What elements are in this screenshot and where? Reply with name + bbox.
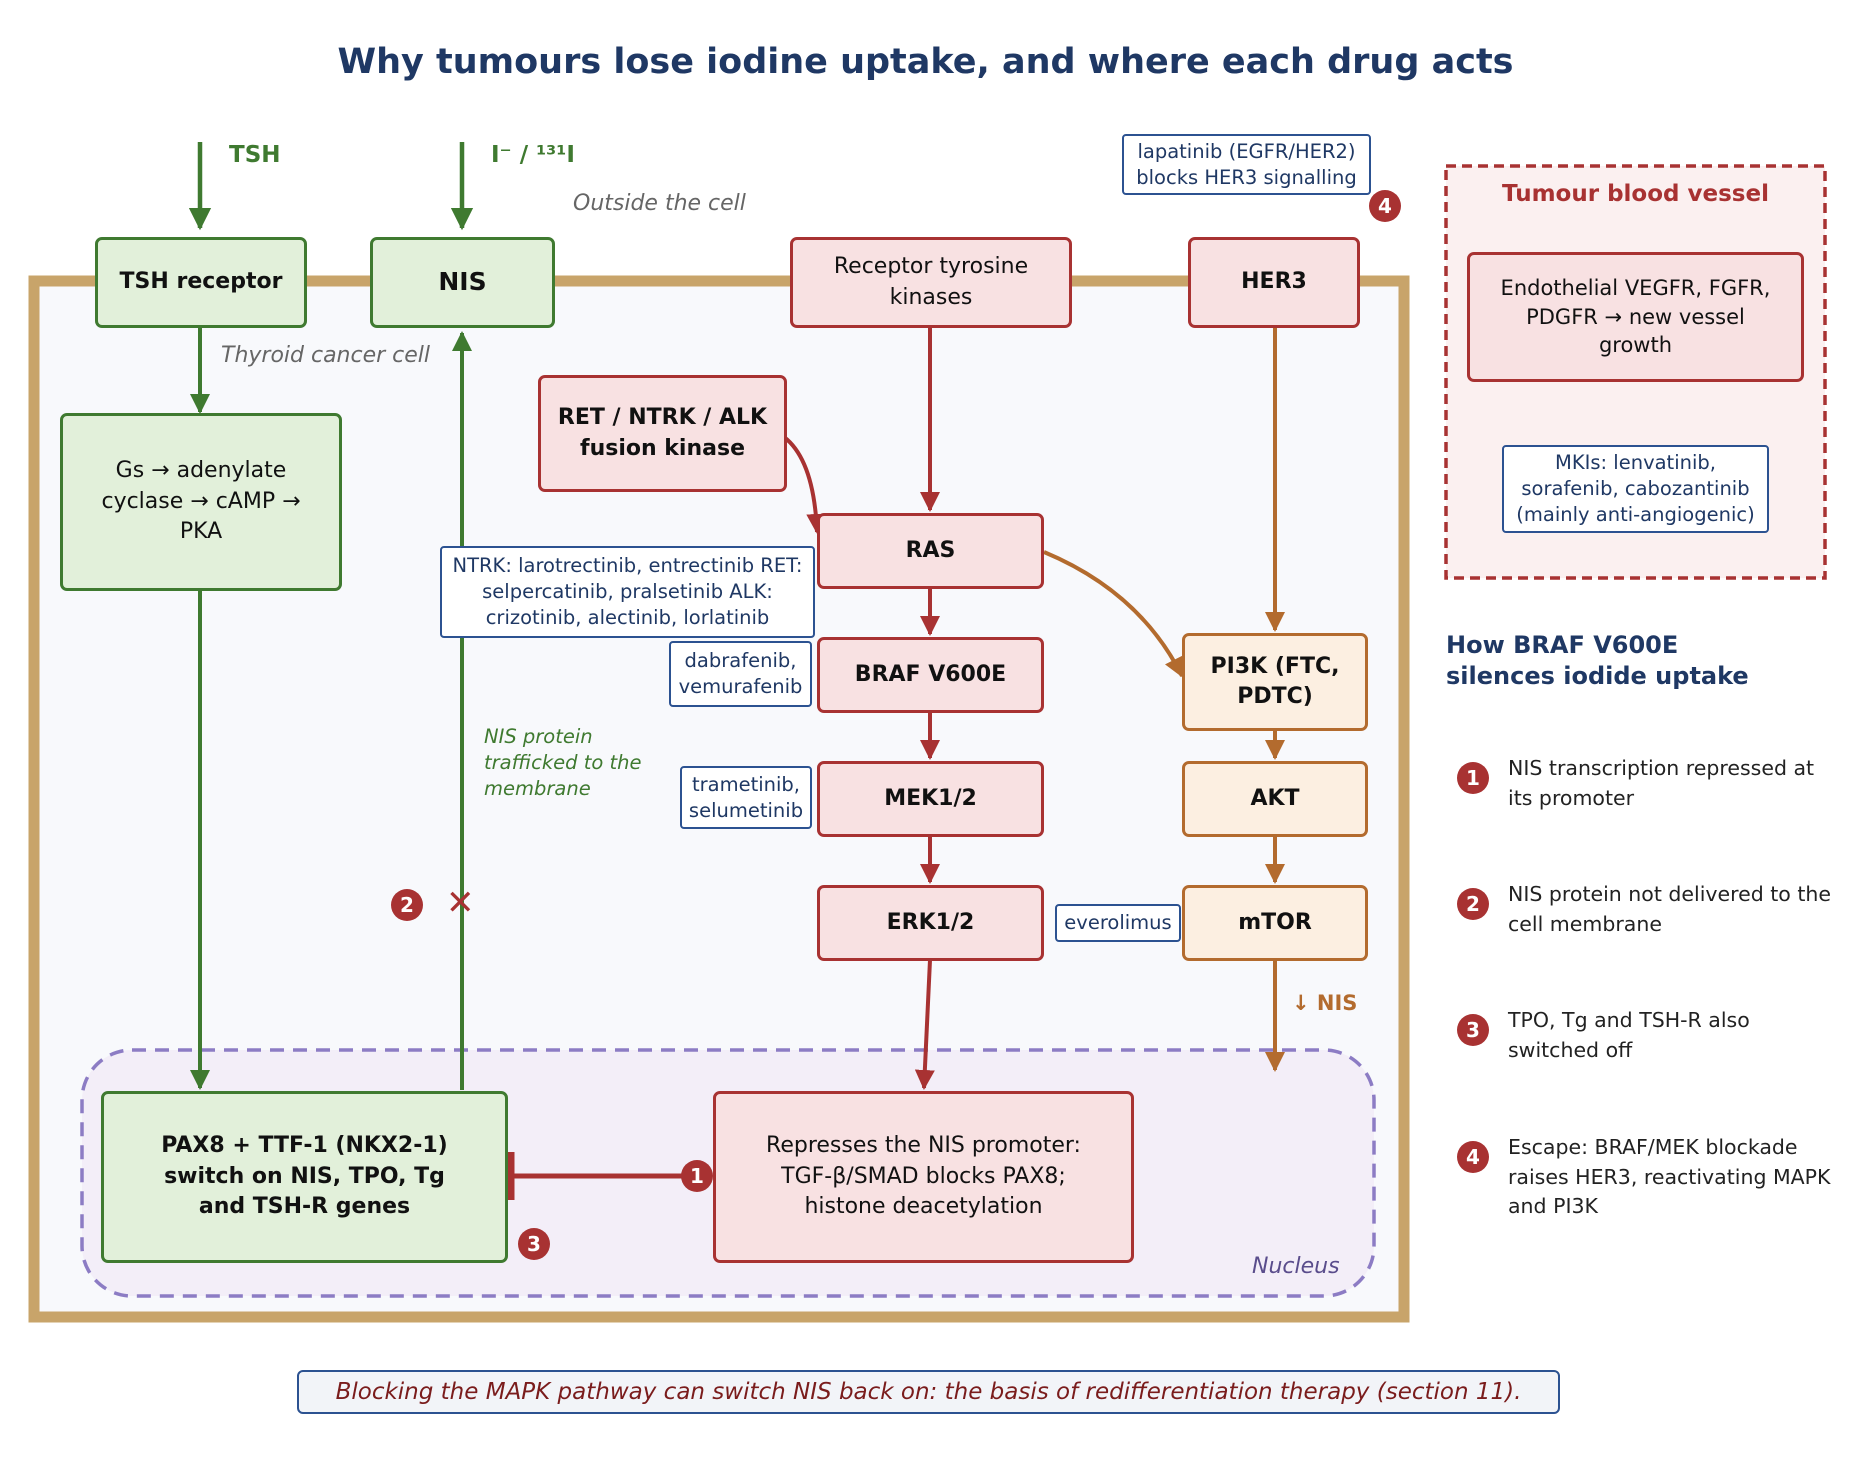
ras-to-pi3k-arrow (1043, 550, 1184, 678)
legend-badge-2: 2 (1457, 888, 1489, 920)
legend-item-4: Escape: BRAF/MEK blockade raises HER3, r… (1508, 1135, 1831, 1219)
legend-item-2: NIS protein not delivered to the cell me… (1508, 882, 1832, 936)
pax8-ttf1-node: PAX8 + TTF-1 (NKX2-1) switch on NIS, TPO… (101, 1091, 508, 1263)
ras-label: RAS (905, 537, 956, 563)
nis-trafficked-label: NIS protein trafficked to the membrane (484, 725, 642, 800)
legend-badge-1: 1 (1457, 762, 1489, 794)
thyroid-cell-label: Thyroid cancer cell (221, 343, 431, 368)
tsh-receptor-label: TSH receptor (119, 269, 283, 295)
erk-label: ERK1/2 (886, 909, 975, 935)
mek-label: MEK1/2 (884, 785, 977, 811)
legend-title: How BRAF V600E silences iodide uptake (1446, 631, 1749, 691)
erk-node: ERK1/2 (817, 885, 1044, 961)
pi3k-node: PI3K (FTC, PDTC) (1182, 633, 1368, 731)
gs-camp-pka-label: Gs → adenylate cyclase → cAMP → PKA (101, 458, 301, 545)
nis-node: NIS (370, 237, 555, 328)
pi3k-label: PI3K (FTC, PDTC) (1210, 653, 1340, 709)
akt-node: AKT (1182, 761, 1368, 837)
pax8-ttf1-label: PAX8 + TTF-1 (NKX2-1) switch on NIS, TPO… (161, 1133, 448, 1220)
braf-inhibitors-drug-label: dabrafenib, vemurafenib (669, 641, 812, 707)
badge-4: 4 (1369, 190, 1401, 222)
nis-label: NIS (438, 267, 487, 297)
everolimus-drug-label: everolimus (1055, 904, 1181, 942)
braf-v600e-node: BRAF V600E (817, 637, 1044, 713)
her3-label: HER3 (1241, 269, 1307, 295)
mek-inhibitors-drug-label: trametinib, selumetinib (680, 766, 812, 829)
gs-camp-pka-node: Gs → adenylate cyclase → cAMP → PKA (60, 413, 342, 591)
tsh-label: TSH (229, 142, 281, 168)
mki-drug-label: MKIs: lenvatinib, sorafenib, cabozantini… (1502, 445, 1769, 533)
legend-badge-3: 3 (1457, 1014, 1489, 1046)
ras-node: RAS (817, 513, 1044, 589)
tsh-receptor-node: TSH receptor (95, 237, 307, 328)
mtor-label: mTOR (1238, 909, 1312, 935)
nucleus-label: Nucleus (1252, 1254, 1340, 1279)
rtk-label: Receptor tyrosine kinases (833, 254, 1029, 310)
diagram-title: Why tumours lose iodine uptake, and wher… (337, 42, 1514, 82)
badge-1: 1 (681, 1160, 713, 1192)
fusion-kinase-node: RET / NTRK / ALK fusion kinase (538, 375, 787, 492)
endothelial-receptors-node: Endothelial VEGFR, FGFR, PDGFR → new ves… (1467, 252, 1804, 382)
lapatinib-drug-label: lapatinib (EGFR/HER2) blocks HER3 signal… (1122, 134, 1371, 195)
erk-to-repress-arrow (914, 959, 935, 1090)
braf-v600e-label: BRAF V600E (854, 661, 1007, 687)
mtor-node: mTOR (1182, 885, 1368, 961)
outside-cell-label: Outside the cell (573, 191, 746, 216)
legend-item-3: TPO, Tg and TSH-R also switched off (1508, 1008, 1750, 1062)
akt-label: AKT (1250, 785, 1300, 811)
iodide-label: I⁻ / ¹³¹I (491, 142, 575, 168)
blocked-trafficking-icon: ✕ (446, 883, 475, 923)
her3-node: HER3 (1188, 237, 1360, 328)
fusion-inhibitors-drug-label: NTRK: larotrectinib, entrectinib RET: se… (440, 546, 815, 638)
down-nis-label: ↓ NIS (1292, 991, 1358, 1015)
footer-note: Blocking the MAPK pathway can switch NIS… (297, 1370, 1560, 1414)
tumour-vessel-title: Tumour blood vessel (1502, 181, 1769, 207)
fusion-to-ras-arrow (782, 435, 827, 534)
badge-2: 2 (391, 889, 423, 921)
rtk-node: Receptor tyrosine kinases (790, 237, 1072, 328)
mek-node: MEK1/2 (817, 761, 1044, 837)
nis-repression-label: Represses the NIS promoter: TGF-β/SMAD b… (766, 1133, 1081, 1220)
legend-item-1: NIS transcription repressed at its promo… (1508, 756, 1815, 810)
endothelial-receptors-label: Endothelial VEGFR, FGFR, PDGFR → new ves… (1500, 275, 1771, 358)
badge-3: 3 (518, 1228, 550, 1260)
fusion-kinase-label: RET / NTRK / ALK fusion kinase (557, 405, 768, 461)
legend-badge-4: 4 (1457, 1141, 1489, 1173)
nis-repression-node: Represses the NIS promoter: TGF-β/SMAD b… (713, 1091, 1134, 1263)
